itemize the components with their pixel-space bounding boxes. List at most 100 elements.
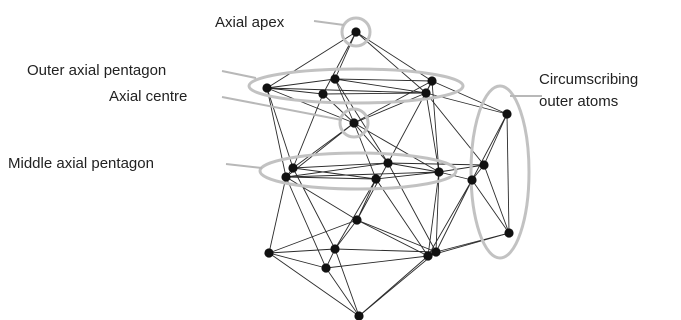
circumscribing-label-line2: outer atoms — [539, 93, 618, 110]
bond-line — [483, 164, 510, 234]
bond-line — [285, 176, 358, 221]
bond-line — [387, 162, 437, 253]
atom-node — [264, 248, 274, 258]
bond-line — [292, 167, 377, 180]
bond-line — [353, 122, 389, 164]
bond-line — [334, 248, 437, 253]
atom-node — [330, 244, 340, 254]
circumscribing-atoms-highlight — [469, 84, 531, 260]
atom-node — [383, 158, 393, 168]
bond-line — [483, 113, 508, 166]
outer-pentagon-highlight — [247, 67, 465, 105]
bond-line — [268, 219, 358, 254]
bond-line — [358, 255, 429, 317]
bond-line — [334, 78, 427, 94]
atom-node — [434, 167, 444, 177]
bond-line — [334, 219, 358, 250]
highlight-outlines — [247, 16, 531, 260]
bond-line — [268, 248, 336, 254]
annotation-labels: Axial apex Outer axial pentagon Axial ce… — [8, 14, 638, 172]
axial-centre-highlight — [338, 107, 370, 139]
bond-line — [427, 171, 440, 257]
middle-axial-pentagon-label: Middle axial pentagon — [8, 155, 154, 172]
atom-node — [504, 228, 514, 238]
bond-line — [322, 31, 357, 95]
bond-line — [285, 176, 327, 269]
atom-node — [351, 27, 361, 37]
atom-node — [262, 83, 272, 93]
bond-line — [375, 178, 429, 257]
outer-pentagon-leader — [221, 70, 257, 79]
axial-apex-leader — [313, 20, 345, 26]
bond-line — [285, 162, 389, 178]
atom-node — [288, 163, 298, 173]
atom-node — [502, 109, 512, 119]
bond-line — [334, 78, 433, 82]
atom-node — [349, 118, 359, 128]
atom-node — [431, 247, 441, 257]
bond-line — [268, 252, 360, 317]
bond-line — [471, 113, 508, 181]
bond-line — [325, 267, 360, 317]
bond-line — [266, 78, 336, 89]
atom-node — [330, 74, 340, 84]
circumscribing-label-line1: Circumscribing — [539, 71, 638, 88]
bond-line — [266, 87, 287, 178]
bond-line — [334, 31, 357, 80]
bond-line — [334, 248, 360, 317]
bond-line — [325, 255, 429, 269]
bond-line — [285, 171, 440, 178]
atom-node — [352, 215, 362, 225]
axial-centre-leader — [221, 96, 343, 121]
bond-line — [266, 87, 355, 124]
bond-line — [292, 167, 336, 250]
atom-node — [321, 263, 331, 273]
bond-line — [266, 87, 427, 94]
bond-line — [334, 78, 389, 164]
bond-line — [425, 92, 485, 166]
bond-lines — [266, 31, 510, 317]
bond-line — [427, 179, 473, 257]
atom-node — [354, 311, 364, 320]
bond-line — [471, 179, 510, 234]
atom-node — [281, 172, 291, 182]
bond-line — [435, 171, 440, 253]
bond-line — [431, 80, 508, 115]
bond-line — [268, 176, 287, 254]
bond-line — [435, 179, 473, 253]
bond-line — [387, 162, 485, 166]
bond-line — [266, 87, 294, 169]
axial-apex-label: Axial apex — [215, 14, 285, 31]
bond-line — [268, 252, 327, 269]
atom-node — [479, 160, 489, 170]
bond-line — [353, 92, 427, 124]
atom-node — [467, 175, 477, 185]
atom-node — [371, 174, 381, 184]
bond-line — [438, 171, 473, 181]
bond-line — [322, 93, 355, 124]
bond-line — [356, 219, 429, 257]
atom-node — [318, 89, 328, 99]
leader-lines — [221, 20, 542, 169]
bond-line — [266, 31, 357, 89]
bond-line — [427, 232, 510, 257]
bond-line — [334, 178, 377, 250]
bond-line — [506, 113, 510, 234]
bond-line — [266, 87, 324, 95]
atom-node — [421, 88, 431, 98]
bond-line — [375, 171, 440, 180]
bond-line — [387, 162, 440, 173]
axial-apex-highlight — [340, 16, 372, 48]
bond-line — [356, 219, 437, 253]
atom-node — [423, 251, 433, 261]
axial-centre-label: Axial centre — [109, 88, 187, 105]
bond-line — [334, 78, 355, 124]
bond-line — [356, 162, 389, 221]
bond-line — [438, 164, 485, 173]
middle-pentagon-leader — [225, 163, 263, 169]
bond-line — [431, 80, 440, 173]
bond-line — [353, 122, 377, 180]
middle-pentagon-highlight — [258, 151, 458, 191]
outer-axial-pentagon-label: Outer axial pentagon — [27, 62, 166, 79]
